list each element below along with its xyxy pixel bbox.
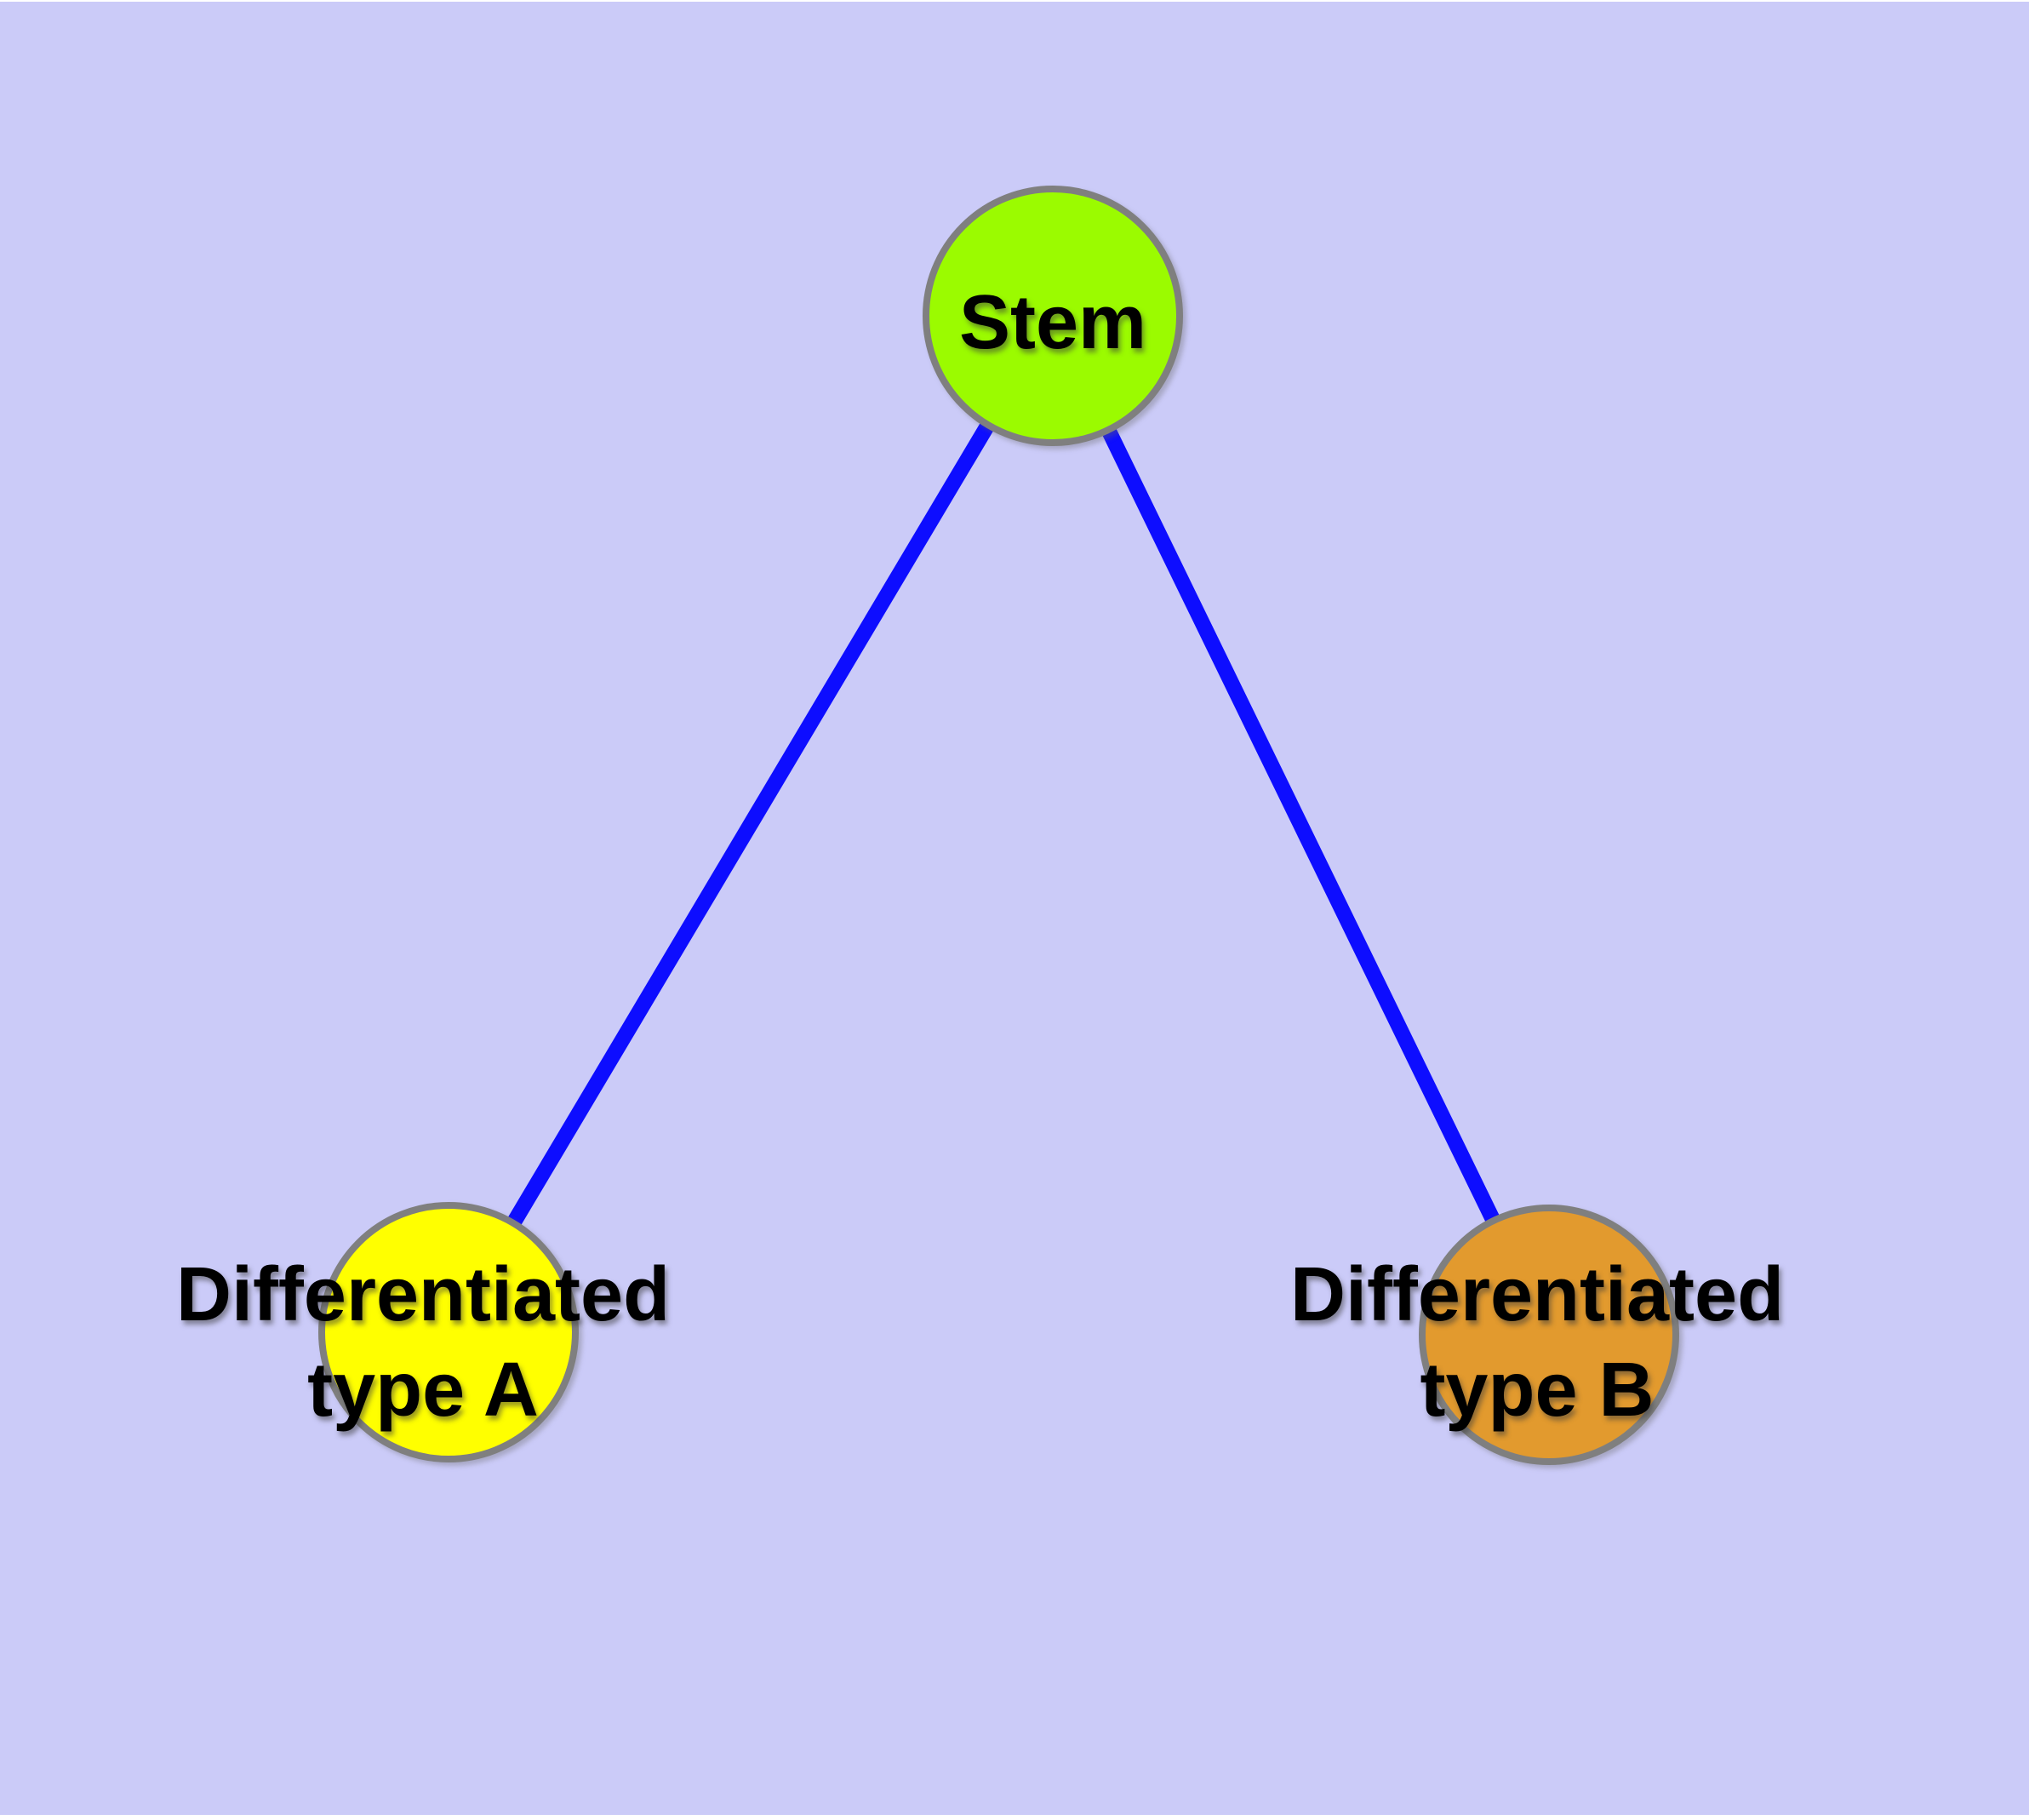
- node-stem-circle: [923, 186, 1183, 446]
- edge-stem-to-type-a: [442, 312, 1060, 1336]
- node-type-b-circle: [1419, 1205, 1679, 1465]
- edge-stem-to-type-b: [1045, 312, 1557, 1338]
- node-type-a-circle: [318, 1202, 579, 1462]
